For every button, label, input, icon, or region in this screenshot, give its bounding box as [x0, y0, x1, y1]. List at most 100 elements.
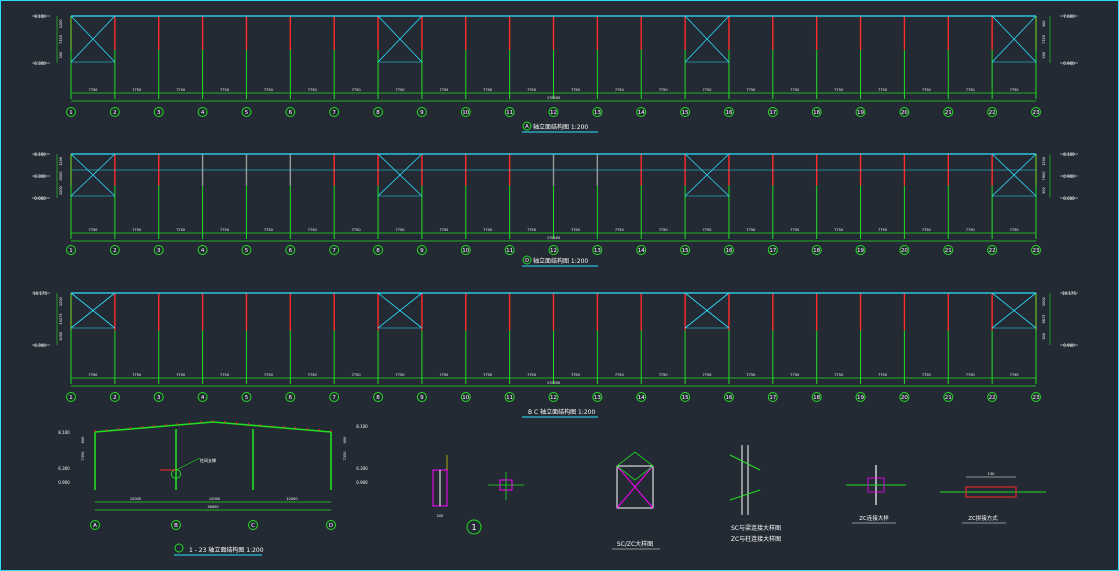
zc-plate: [867, 477, 885, 493]
bay-dimension: 7750: [922, 373, 931, 377]
axis-letter-bubble: [171, 520, 181, 530]
axis-number: 1: [69, 110, 73, 116]
axis-number: 14: [638, 110, 645, 116]
axis-letter-bubble: [90, 520, 100, 530]
axis-bubble: [285, 107, 296, 117]
axis-number: 14: [638, 395, 645, 401]
level-label-left: 0.000: [34, 196, 46, 201]
bay-dimension: 7750: [1010, 88, 1019, 92]
bay-dimension: 7750: [483, 373, 492, 377]
axis-letter-bubble: [248, 520, 258, 530]
axis-number: 23: [1033, 110, 1040, 116]
detail-callout-bubble: [466, 519, 482, 535]
bay-dimension: 7750: [571, 88, 580, 92]
axis-letter: A: [93, 523, 97, 529]
bay-dimension: 7750: [746, 228, 755, 232]
bay-dimension: 7750: [308, 228, 317, 232]
axis-number: 10: [462, 110, 469, 116]
axis-number: 4: [201, 248, 205, 254]
axis-number: 18: [813, 248, 820, 254]
axis-bubble: [636, 245, 647, 255]
axis-number: 3: [157, 395, 161, 401]
axis-number: 15: [682, 110, 689, 116]
bay-dimension: 7750: [132, 373, 141, 377]
x-brace: [684, 292, 730, 329]
bay-dimension: 7750: [922, 88, 931, 92]
title-mark: D: [525, 258, 529, 264]
bay-dimension: 7750: [308, 373, 317, 377]
axis-number: 8: [376, 248, 380, 254]
axis-bubble: [460, 107, 471, 117]
level-label-left: 8.100: [34, 152, 46, 157]
bay-dimension: 7750: [439, 373, 448, 377]
axis-bubble: [636, 107, 647, 117]
bay-dimension: 7750: [220, 228, 229, 232]
axis-number: 15: [682, 248, 689, 254]
axis-bubble: [1031, 392, 1041, 402]
bay-dimension: 7750: [220, 88, 229, 92]
vertical-dimension-text-left: 7350: [59, 35, 63, 44]
axis-number: 12: [550, 395, 557, 401]
axis-number: 8: [376, 110, 380, 116]
axis-bubble: [899, 245, 910, 255]
section-level-right: 8.100: [356, 424, 368, 429]
axis-bubble: [109, 107, 120, 117]
x-brace: [70, 15, 116, 63]
vertical-dimension-text-left: 1200: [59, 297, 63, 306]
axis-bubble: [373, 392, 384, 402]
axis-number: 19: [857, 248, 864, 254]
sc-zc-title: SC/ZC大样图: [617, 540, 653, 548]
axis-bubble: [855, 392, 866, 402]
axis-bubble: [1031, 245, 1041, 255]
axis-number: 7: [332, 110, 336, 116]
sc-conn-title: SC与梁连接大样图: [731, 524, 781, 532]
axis-bubble: [767, 392, 778, 402]
section-vertical-dim-left: 7350: [81, 452, 85, 461]
axis-bubble: [548, 107, 559, 117]
axis-number: 20: [901, 248, 908, 254]
level-label-left: 9.100: [34, 14, 46, 19]
level-label-right: 7.600: [1063, 14, 1075, 19]
axis-bubble: [153, 392, 164, 402]
axis-number: 12: [550, 110, 557, 116]
bay-dimension: 7750: [790, 228, 799, 232]
vertical-dimension-text-left: 1000: [59, 332, 63, 341]
total-dimension: 170500: [547, 236, 560, 240]
axis-number: 18: [813, 110, 820, 116]
zc-splice-title: ZC拼接方式: [968, 514, 998, 522]
axis-number: 17: [769, 248, 776, 254]
axis-bubble: [987, 392, 998, 402]
section-total: 36000: [207, 505, 218, 509]
axis-number: 22: [989, 110, 996, 116]
axis-number: 9: [420, 395, 424, 401]
bay-dimension: 7750: [264, 88, 273, 92]
axis-bubble: [241, 392, 252, 402]
total-dimension: 170500: [547, 381, 560, 385]
bay-dimension: 7750: [483, 88, 492, 92]
conn-rod: [729, 489, 761, 501]
axis-number: 7: [332, 395, 336, 401]
bay-dimension: 7750: [966, 88, 975, 92]
axis-bubble: [592, 245, 603, 255]
bay-dimension: 7750: [834, 88, 843, 92]
axis-bubble: [197, 245, 208, 255]
axis-bubble: [723, 107, 734, 117]
axis-bubble: [416, 245, 427, 255]
bay-dimension: 7750: [352, 373, 361, 377]
bay-dimension: 7750: [220, 373, 229, 377]
axis-number: 1: [69, 395, 73, 401]
zc-conn-detail-title: ZC连接大样: [859, 514, 889, 522]
level-label-left: 6.300: [34, 174, 46, 179]
axis-bubble: [855, 245, 866, 255]
bay-dimension: 7750: [264, 373, 273, 377]
axis-number: 1: [69, 248, 73, 254]
axis-number: 5: [245, 395, 249, 401]
axis-number: 7: [332, 248, 336, 254]
bay-dimension: 7750: [834, 373, 843, 377]
section-vertical-dim-right: 7350: [343, 452, 347, 461]
vertical-dimension-text-right: 300: [1042, 20, 1046, 27]
axis-bubble: [943, 107, 954, 117]
axis-bubble: [329, 245, 340, 255]
